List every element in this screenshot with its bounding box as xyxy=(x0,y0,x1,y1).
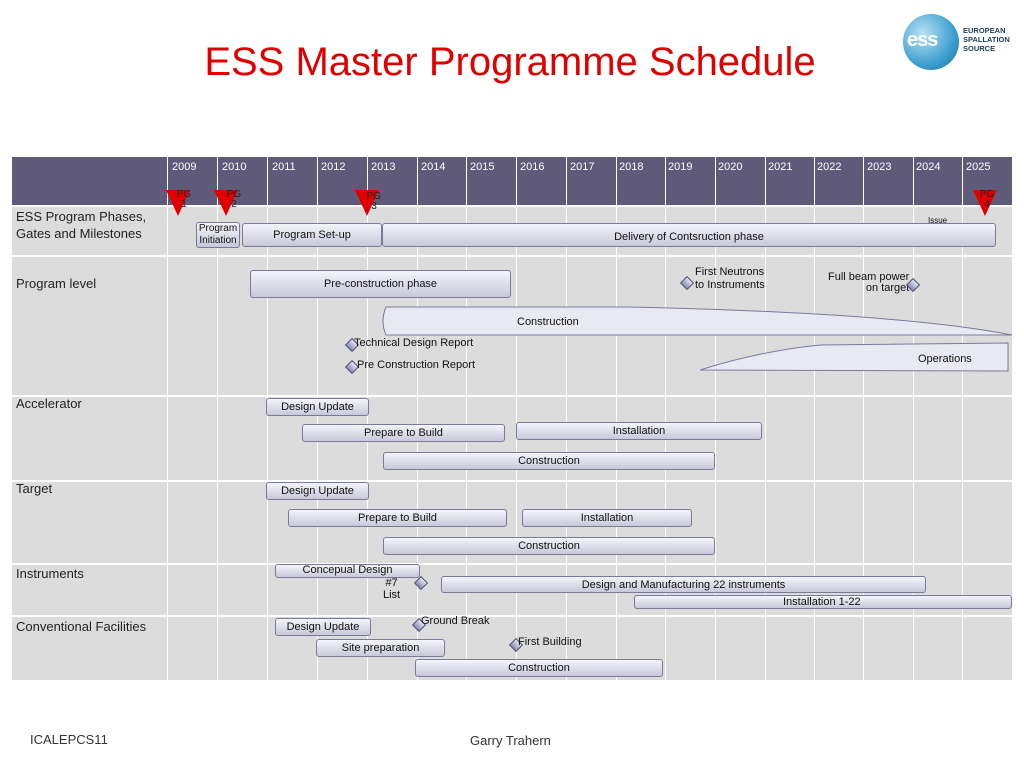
gate-marker-pg4 xyxy=(973,190,997,216)
grid-line xyxy=(417,157,418,680)
row-separator xyxy=(12,255,1012,257)
bar-tgt-installation: Installation xyxy=(522,509,692,527)
row-label-phases: ESS Program Phases,Gates and Milestones xyxy=(16,209,147,241)
bar-acc-construction: Construction xyxy=(383,452,715,470)
row-separator xyxy=(12,615,1012,617)
gate-marker-pg3 xyxy=(355,190,379,216)
milestone-ground-break: Ground Break xyxy=(421,615,490,627)
year-label: 2020 xyxy=(718,161,743,173)
row-separator xyxy=(12,205,1012,207)
year-label: 2012 xyxy=(321,161,346,173)
year-label: 2024 xyxy=(916,161,941,173)
phase-program-setup: Program Set-up xyxy=(242,223,382,247)
bar-acc-prepare: Prepare to Build xyxy=(302,424,505,442)
bar-cf-design-update: Design Update xyxy=(275,618,371,636)
row-separator xyxy=(12,395,1012,397)
bar-tgt-prepare: Prepare to Build xyxy=(288,509,507,527)
row-label-instruments: Instruments xyxy=(16,566,84,581)
grid-line xyxy=(217,157,218,680)
grid-line xyxy=(863,157,864,680)
gate-marker-pg2 xyxy=(214,190,238,216)
year-label: 2022 xyxy=(817,161,842,173)
year-label: 2025 xyxy=(966,161,991,173)
label-operations: Operations xyxy=(918,353,972,365)
grid-line xyxy=(665,157,666,680)
globe-icon: ess xyxy=(903,14,959,70)
row-label-accelerator: Accelerator xyxy=(16,396,82,411)
grid-line xyxy=(367,157,368,680)
grid-line xyxy=(814,157,815,680)
year-label: 2023 xyxy=(867,161,892,173)
grid-line xyxy=(516,157,517,680)
bar-conceptual-design: Concepual Design xyxy=(275,564,420,578)
row-label-target: Target xyxy=(16,481,53,496)
year-label: 2011 xyxy=(272,161,296,173)
year-label: 2013 xyxy=(371,161,396,173)
year-label: 2017 xyxy=(570,161,595,173)
grid-line xyxy=(317,157,318,680)
phase-delivery: Delivery of Contsruction phase xyxy=(382,223,996,247)
grid-line xyxy=(466,157,467,680)
row-label-program: Program level xyxy=(16,276,97,291)
bar-acc-design-update: Design Update xyxy=(266,398,369,416)
bar-instr-installation: Installation 1-22 xyxy=(634,595,1012,609)
grid-line xyxy=(167,157,168,680)
row-label-conventional: Conventional Facilities xyxy=(16,619,147,634)
label-program-construction: Construction xyxy=(517,316,579,328)
grid-line xyxy=(715,157,716,680)
grid-line xyxy=(616,157,617,680)
year-label: 2014 xyxy=(421,161,446,173)
grid-line xyxy=(962,157,963,680)
bar-design-manufacturing: Design and Manufacturing 22 instruments xyxy=(441,576,926,593)
milestone-tdr: Technical Design Report xyxy=(354,337,474,349)
year-label: 2021 xyxy=(768,161,793,173)
year-label: 2015 xyxy=(470,161,495,173)
footer-author: Garry Trahern xyxy=(470,733,551,748)
year-label: 2010 xyxy=(222,161,247,173)
issue-label: Issue xyxy=(928,216,948,225)
grid-line xyxy=(913,157,914,680)
gate-marker-pg1 xyxy=(166,190,190,216)
bar-cf-construction: Construction xyxy=(415,659,663,677)
footer-conference: ICALEPCS11 xyxy=(30,732,108,747)
page-title: ESS Master Programme Schedule xyxy=(204,40,816,84)
milestone-pcr: Pre Construction Report xyxy=(357,359,475,371)
milestone-first-building: First Building xyxy=(518,636,582,648)
bar-preconstruction: Pre-construction phase xyxy=(250,270,511,298)
grid-line xyxy=(566,157,567,680)
year-label: 2019 xyxy=(668,161,693,173)
row-separator xyxy=(12,480,1012,482)
bar-acc-installation: Installation xyxy=(516,422,762,440)
grid-line xyxy=(267,157,268,680)
program-construction-shape xyxy=(382,306,1013,372)
year-label: 2016 xyxy=(520,161,545,173)
year-label: 2018 xyxy=(619,161,644,173)
grid-line xyxy=(765,157,766,680)
row-separator xyxy=(12,563,1012,565)
bar-site-preparation: Site preparation xyxy=(316,639,445,657)
year-label: 2009 xyxy=(172,161,197,173)
bar-tgt-construction: Construction xyxy=(383,537,715,555)
header-band xyxy=(12,157,1012,205)
bar-tgt-design-update: Design Update xyxy=(266,482,369,500)
